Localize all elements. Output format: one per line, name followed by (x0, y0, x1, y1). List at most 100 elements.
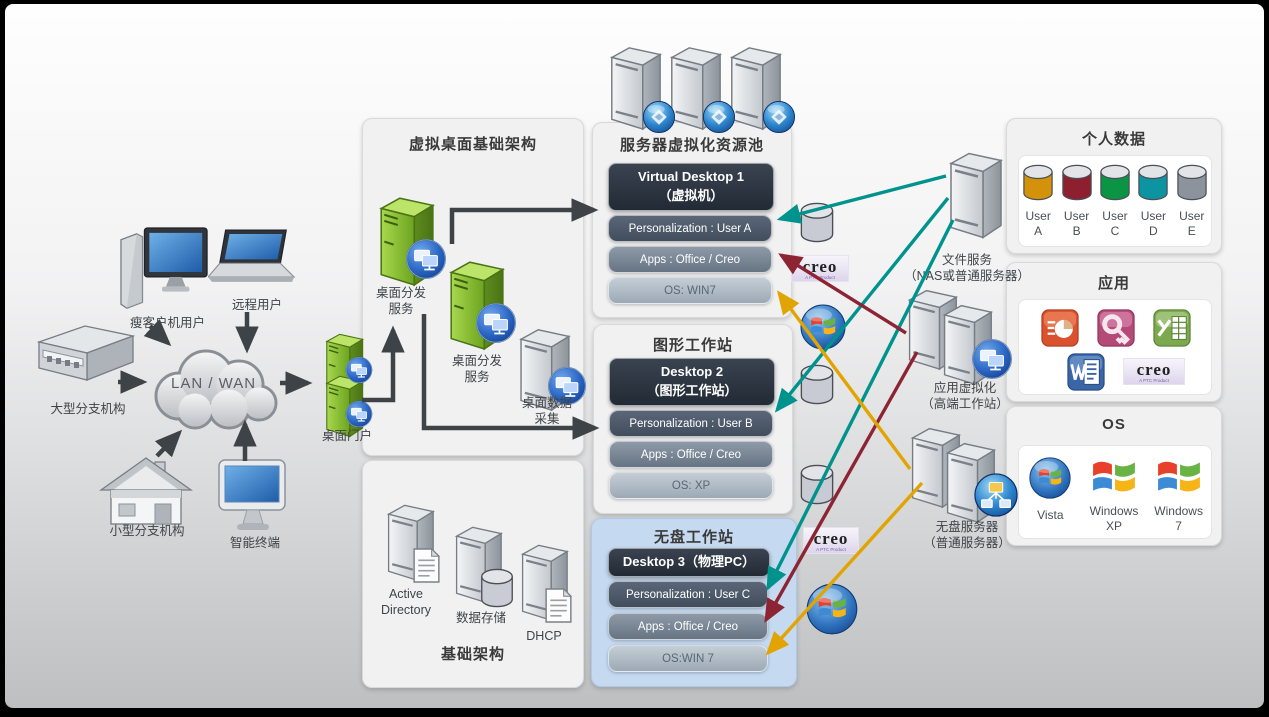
rack-icon (33, 322, 137, 393)
os-item-vista: Vista (1022, 456, 1078, 523)
tablet-icon (217, 458, 289, 541)
remote-desktop-badge-icon (345, 356, 373, 389)
d2-personalization-row: Personalization : User B (609, 410, 773, 437)
creo-text: creo (1136, 360, 1172, 379)
os-item-xp: Windows XP (1085, 456, 1143, 534)
database-cylinder-icon (1022, 164, 1054, 206)
user-label: User A (1025, 209, 1051, 238)
vd1-apps-row: Apps : Office / Creo (608, 246, 772, 273)
database-cylinder-icon (1137, 164, 1169, 206)
document-icon (413, 548, 440, 588)
d2-apps-row: Apps : Office / Creo (609, 441, 773, 468)
laptop-icon (208, 228, 298, 290)
os-panel: OS Vista Windows XP Windows 7 (1006, 406, 1222, 546)
desktop-2-card: Desktop 2 （图形工作站） (609, 358, 775, 406)
virtualization-badge-icon (642, 100, 676, 139)
user-data-item: User E (1175, 164, 1209, 239)
user-label: User E (1179, 209, 1205, 238)
thin-client-label: 瘦客户机用户 (129, 316, 205, 330)
os-label: Vista (1037, 508, 1064, 522)
diagram-canvas: 虚拟桌面基础架构 基础架构 服务器虚拟化资源池 Virtual Desktop … (5, 4, 1264, 708)
windows-orb-icon (799, 303, 847, 356)
creo-icon: creo A PTC Product (1123, 358, 1185, 386)
os-panel-title: OS (1102, 416, 1126, 433)
active-directory-label: Active Directory (380, 587, 431, 618)
database-cylinder-icon (799, 364, 835, 410)
user-data-item: User D (1136, 164, 1170, 239)
remote-desktop-badge-icon (971, 338, 1013, 385)
personal-data-panel: 个人数据 User A User B User C User D User E (1006, 118, 1222, 254)
os-item-win7: Windows 7 (1150, 456, 1208, 534)
infra-panel-title: 基础架构 (440, 646, 505, 663)
personal-data-title: 个人数据 (1081, 131, 1146, 148)
user-data-item: User C (1098, 164, 1132, 239)
graphics-panel: 图形工作站 Desktop 2 （图形工作站） Personalization … (593, 324, 793, 514)
cloud-label: LAN / WAN (171, 375, 257, 392)
diskless-panel-title: 无盘工作站 (653, 529, 734, 546)
user-label: User C (1102, 209, 1128, 238)
d2-os-row: OS: XP (609, 472, 773, 499)
desktop-3-card: Desktop 3（物理PC） (608, 548, 770, 577)
dist-service2-label: 桌面分发 服务 (451, 354, 502, 385)
dhcp-label: DHCP (526, 629, 562, 643)
server-icon (945, 146, 1005, 246)
creo-badge: creo A PTC Product (791, 255, 849, 283)
apps-box: creo A PTC Product (1018, 299, 1212, 395)
network-badge-icon (973, 472, 1019, 523)
user-data-item: User B (1060, 164, 1094, 239)
diskless-panel: 无盘工作站 Desktop 3（物理PC） Personalization : … (591, 518, 797, 687)
database-cylinder-icon (799, 464, 835, 510)
app-virt-label: 应用虚拟化 （高端工作站） (921, 381, 1009, 412)
os-box: Vista Windows XP Windows 7 (1018, 445, 1212, 539)
creo-text: creo (813, 529, 849, 548)
database-cylinder-icon (799, 202, 835, 248)
desktop-portal-label: 桌面门户 (321, 429, 372, 443)
d3-personalization-row: Personalization : User C (608, 581, 768, 608)
windows-7-flag-icon (1156, 456, 1202, 501)
windows-orb-icon (805, 582, 859, 641)
data-collect-label: 桌面数据 采集 (521, 396, 572, 427)
powerpoint-icon (1041, 309, 1079, 352)
access-icon (1097, 309, 1135, 352)
smart-terminal-label: 智能终端 (229, 536, 280, 550)
personal-data-box: User A User B User C User D User E (1018, 155, 1212, 247)
diskless-server-label: 无盘服务器 （普通服务器） (923, 520, 1011, 551)
pool-panel-title: 服务器虚拟化资源池 (619, 137, 764, 154)
remote-desktop-badge-icon (475, 302, 517, 349)
vd1-personalization-row: Personalization : User A (608, 215, 772, 242)
user-label: User B (1063, 209, 1090, 238)
storage-label: 数据存储 (455, 611, 506, 625)
vd1-os-row: OS: WIN7 (608, 277, 772, 304)
excel-icon (1153, 309, 1191, 352)
creo-badge: creo A PTC Product (803, 527, 859, 555)
d3-os-row: OS:WIN 7 (608, 645, 768, 672)
vista-orb-icon (1028, 456, 1072, 505)
house-icon (99, 456, 193, 533)
database-cylinder-icon (479, 568, 515, 613)
user-label: User D (1140, 209, 1167, 238)
apps-panel: 应用 creo A PTC Product (1006, 262, 1222, 402)
windows-xp-flag-icon (1091, 456, 1137, 501)
large-branch-label: 大型分支机构 (50, 402, 126, 416)
database-cylinder-icon (1099, 164, 1131, 206)
file-service-label: 文件服务 （NAS或普通服务器） (904, 253, 1030, 284)
database-cylinder-icon (1176, 164, 1208, 206)
remote-user-label: 远程用户 (231, 298, 282, 312)
database-cylinder-icon (1061, 164, 1093, 206)
vdi-panel-title: 虚拟桌面基础架构 (408, 136, 537, 153)
dist-service1-label: 桌面分发 服务 (375, 286, 426, 317)
virtualization-badge-icon (762, 100, 796, 139)
document-icon (545, 588, 572, 628)
graphics-panel-title: 图形工作站 (652, 337, 733, 354)
creo-subtext: A PTC Product (1139, 378, 1169, 383)
word-icon (1067, 353, 1105, 396)
remote-desktop-badge-icon (405, 238, 447, 285)
os-label: Windows 7 (1154, 504, 1203, 533)
d3-apps-row: Apps : Office / Creo (608, 613, 768, 640)
pool-panel: 服务器虚拟化资源池 Virtual Desktop 1 （虚拟机） Person… (592, 122, 792, 318)
os-label: Windows XP (1089, 504, 1139, 533)
creo-text: creo (802, 257, 838, 276)
virtualization-badge-icon (702, 100, 736, 139)
desktop-pc-icon (119, 226, 209, 324)
